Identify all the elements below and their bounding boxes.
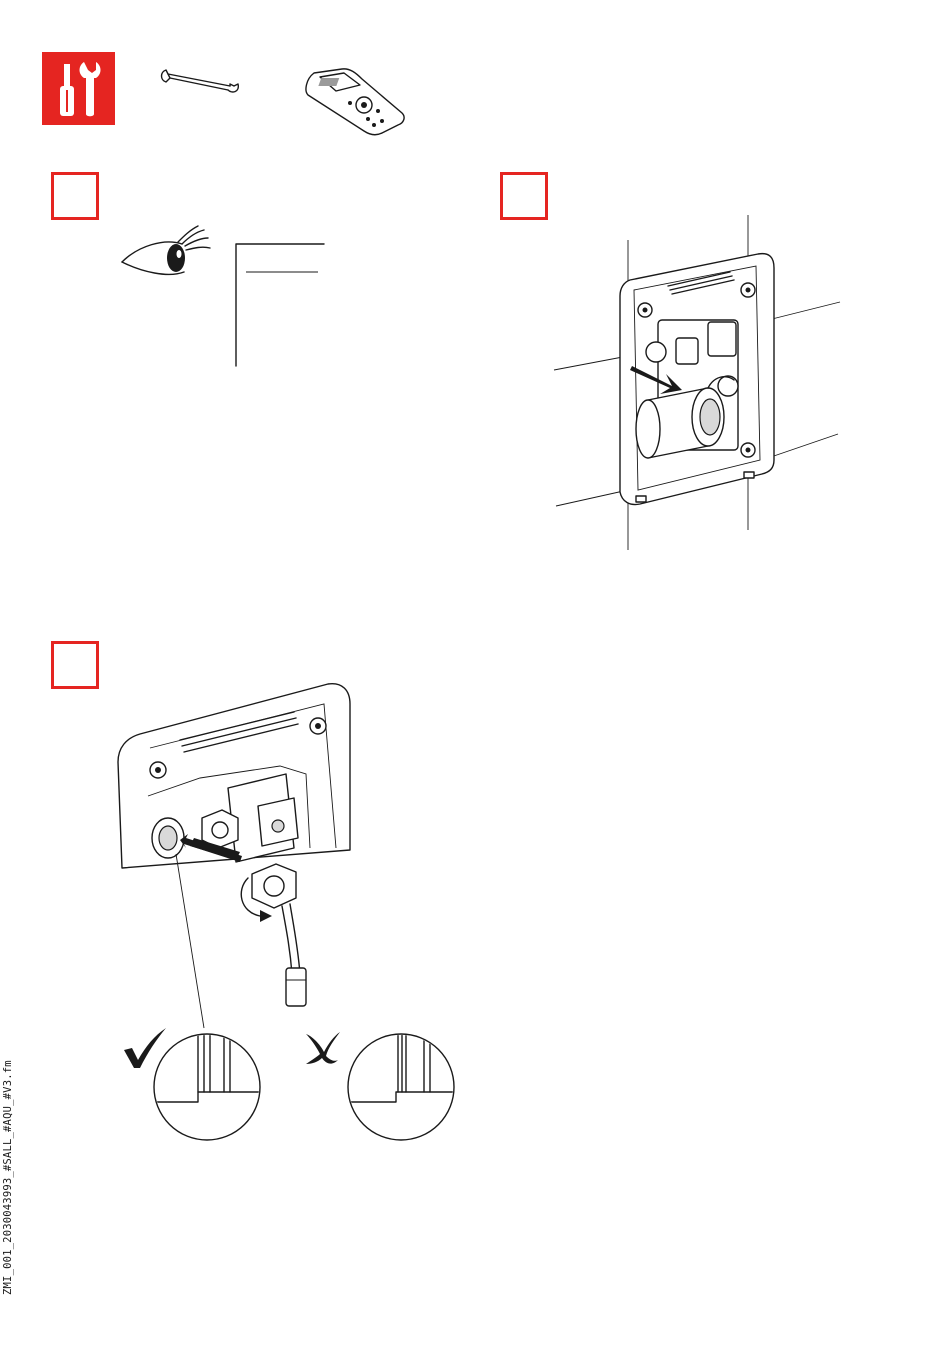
detail-circle-correct [152, 1032, 262, 1142]
solenoid-valve-icon [110, 678, 370, 1028]
tools-icon [42, 52, 115, 125]
step-2-box [500, 172, 548, 220]
remote-control-icon [302, 65, 412, 140]
step-3-box [51, 641, 99, 689]
installation-box-icon [548, 210, 848, 555]
inspection-eye-icon [118, 222, 218, 282]
tools-badge [42, 52, 115, 125]
document-code: ZMI_001_2030043993_#SALL_#AQU_#V3.fm [2, 1060, 14, 1295]
step-1-box [51, 172, 99, 220]
cross-mark-icon [302, 1030, 342, 1066]
open-end-wrench-icon [158, 64, 243, 94]
detail-circle-incorrect [346, 1032, 456, 1142]
inspection-bracket [232, 240, 327, 370]
